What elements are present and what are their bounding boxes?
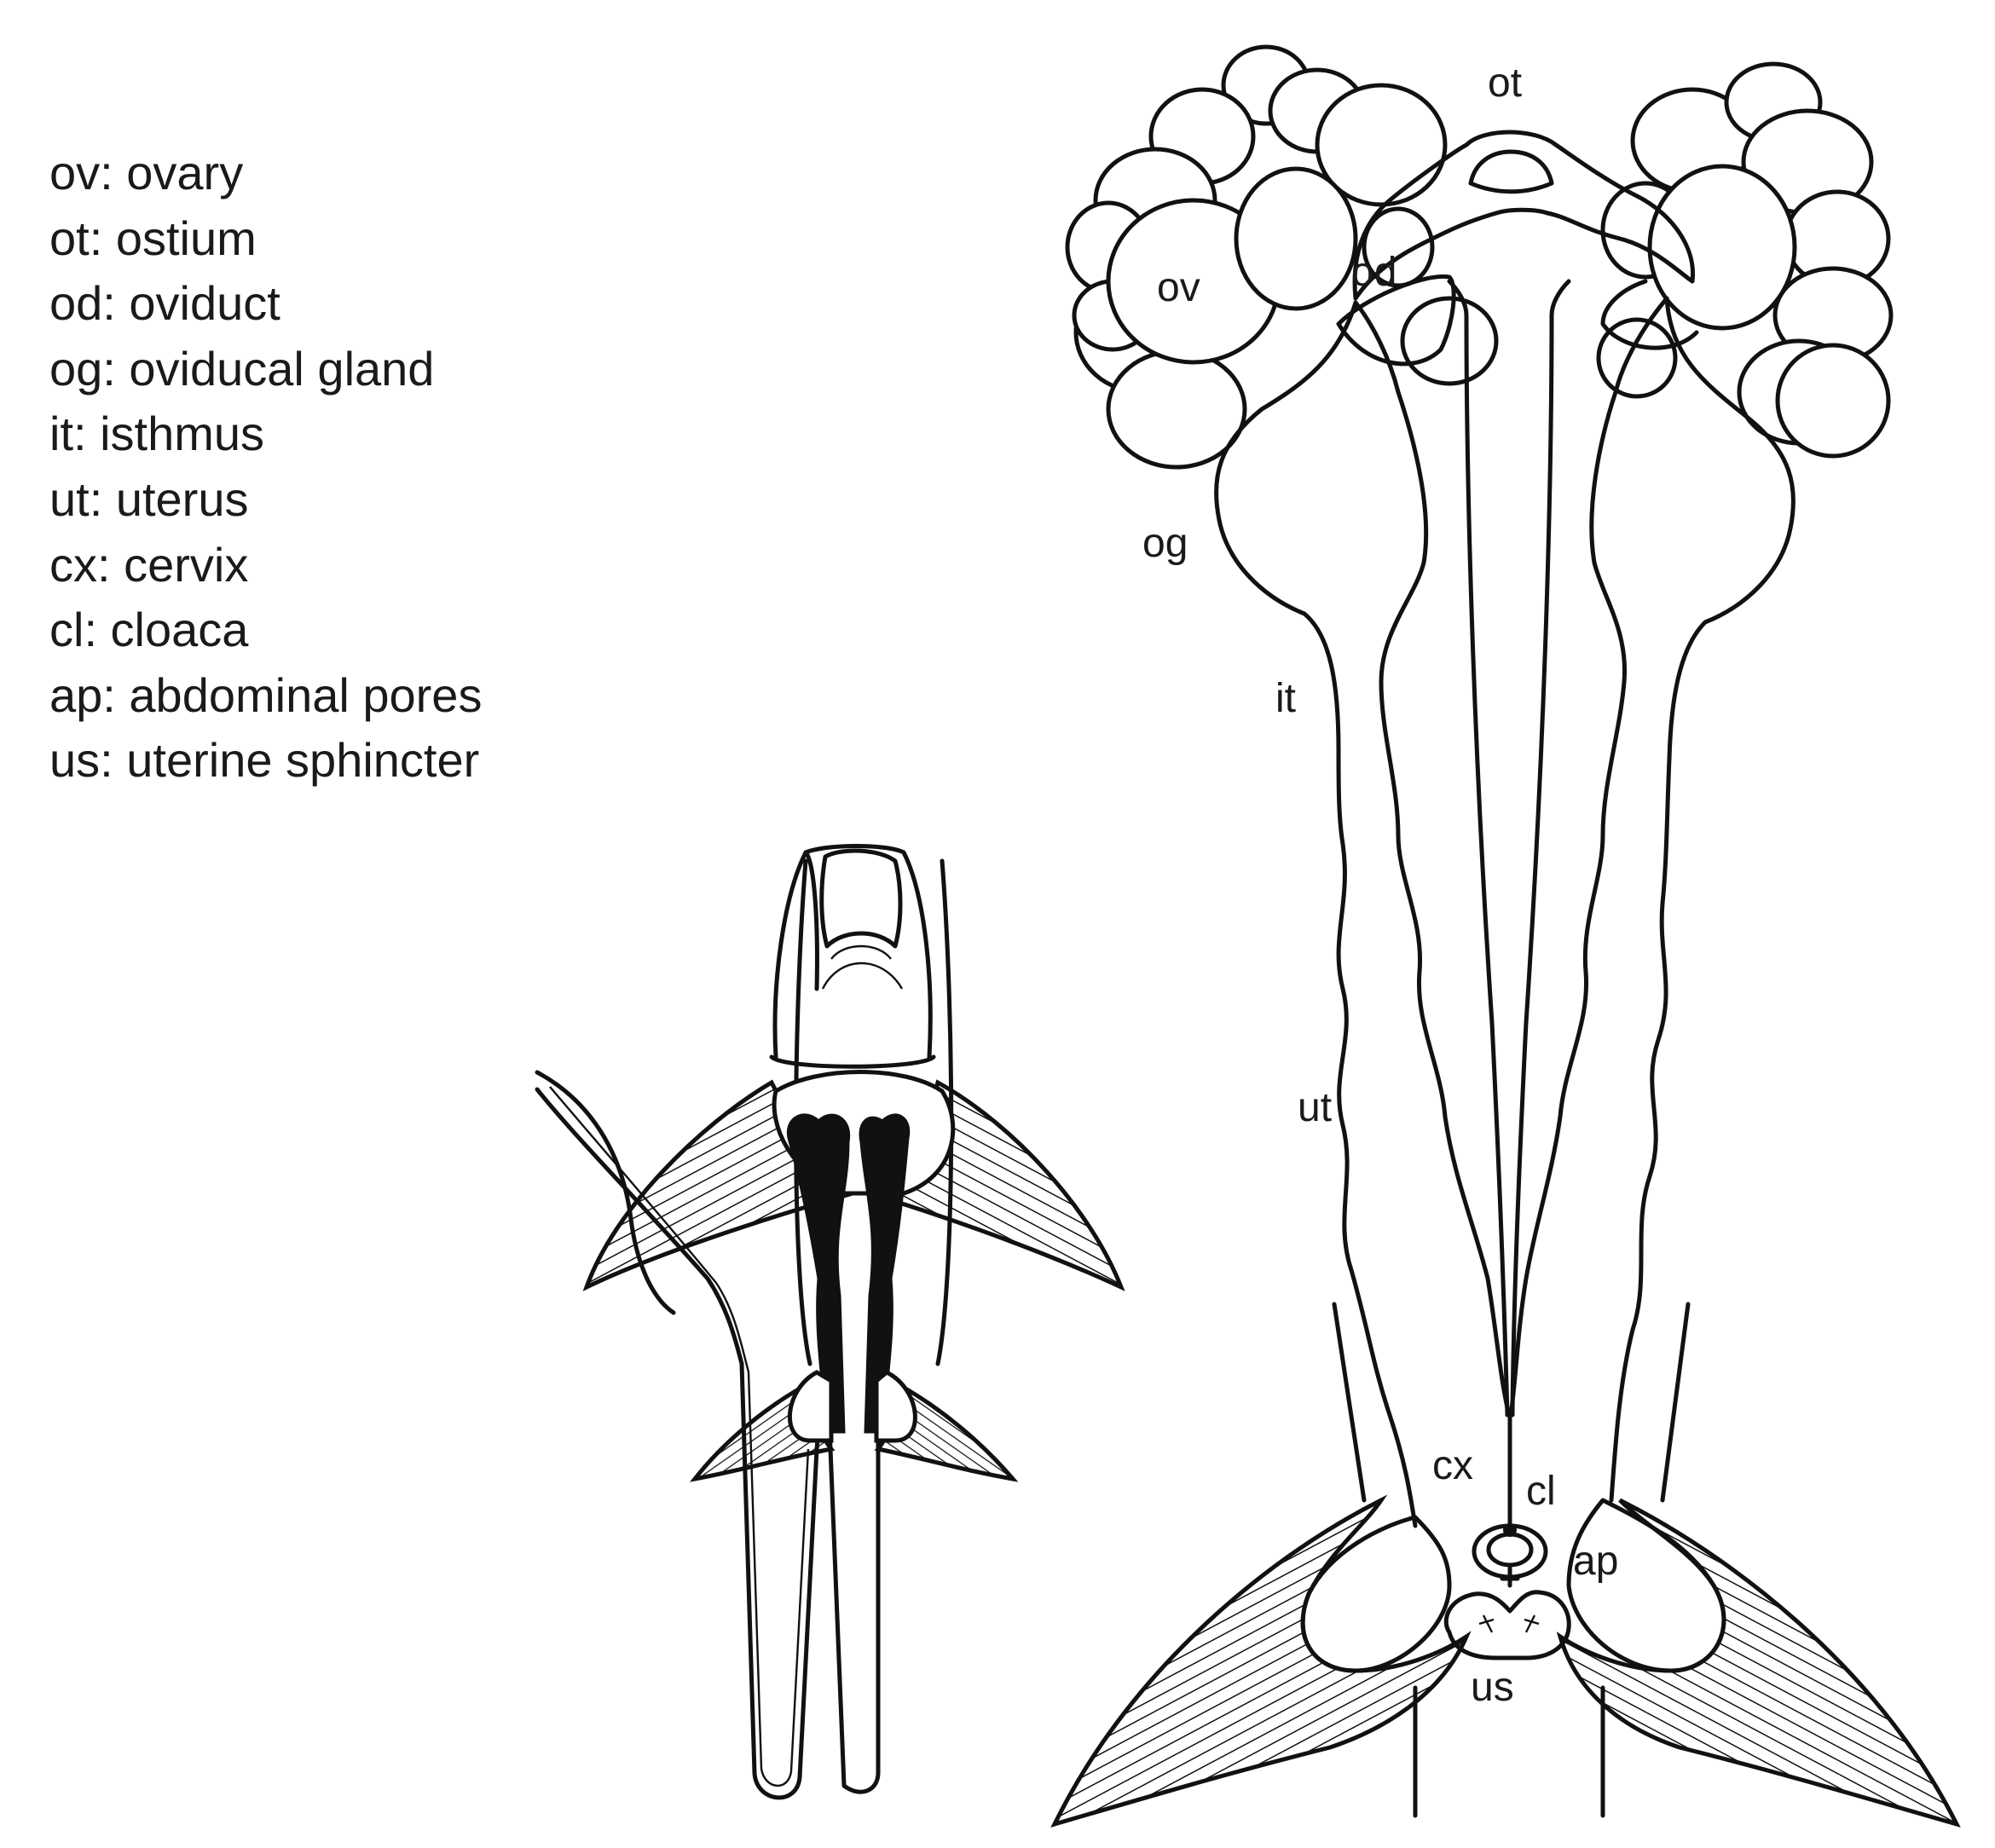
uterine-sphincter: [1443, 1590, 1571, 1660]
legend-item-ovary: ov: ovary: [49, 146, 244, 199]
legend-item-abdominal-pores: ap: abdominal pores: [49, 667, 483, 722]
left-tube-inner: [1353, 300, 1512, 1418]
cloaca-ring-inner: [1486, 1532, 1534, 1568]
legend-item-cervix: cx: cervix: [49, 537, 249, 592]
shark-reproductive-tract: [786, 1113, 851, 1434]
label-it: it: [1275, 676, 1296, 721]
label-us: us: [1471, 1665, 1514, 1710]
label-ot: ot: [1488, 61, 1522, 106]
right-tube-outer: [1609, 296, 1796, 1503]
right-ovary: [1596, 61, 1894, 459]
left-oviduct: [1336, 274, 1456, 367]
label-og: og: [1142, 521, 1188, 566]
ostium: [1352, 130, 1696, 301]
label-ap: ap: [1573, 1539, 1618, 1584]
label-cl: cl: [1526, 1469, 1556, 1514]
left-tube-outer: [1214, 300, 1418, 1528]
legend-item-cloaca: cl: cloaca: [49, 603, 249, 657]
right-pelvic-lobe: [1566, 1498, 1726, 1673]
legend: ov: ovary ot: ostium od: oviduct og: ovi…: [49, 141, 482, 794]
reproductive-tract-detail: ot ov od og it ut cx cl ap us: [1050, 44, 1961, 1828]
label-od: od: [1351, 250, 1396, 295]
right-pelvic-fin: [1556, 1498, 1961, 1828]
right-tube-inner: [1508, 296, 1669, 1418]
right-oviduct: [1600, 279, 1699, 350]
legend-item-ostium: ot: ostium: [49, 211, 257, 265]
legend-item-ovidical-gland: og: oviducal gland: [49, 341, 435, 396]
label-cx: cx: [1432, 1443, 1473, 1488]
shark-overview: [535, 844, 1125, 1800]
ostium-opening: [1468, 149, 1554, 194]
legend-item-oviduct: od: oviduct: [49, 276, 280, 331]
left-ovary: [1065, 44, 1499, 470]
legend-item-isthmus: it: isthmus: [49, 407, 265, 461]
shark-head: [772, 844, 933, 1060]
label-ov: ov: [1157, 265, 1200, 310]
legend-item-uterus: ut: uterus: [49, 471, 249, 526]
legend-item-uterine-sphincter: us: uterine sphincter: [49, 733, 480, 788]
left-pelvic-fin: [1050, 1494, 1472, 1828]
label-ut: ut: [1298, 1085, 1332, 1130]
